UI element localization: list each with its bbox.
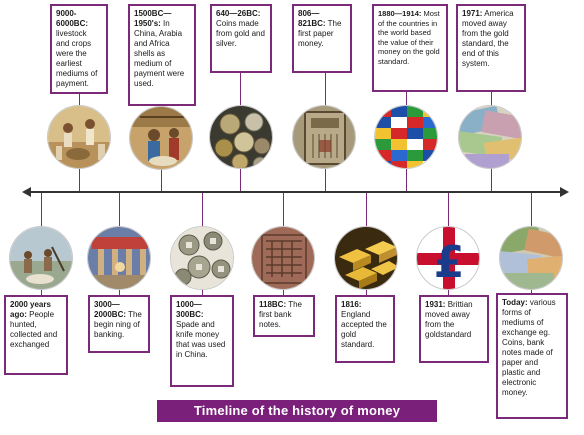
event-box: 806—821BC: The first paper money. (292, 4, 352, 73)
event-box: 1000—300BC: Spade and knife money that w… (170, 295, 234, 387)
event-date: 3000—2000BC: (94, 300, 127, 319)
event-date: 1500BC—1950's: (134, 9, 172, 28)
event-text: The first bank notes. (259, 300, 302, 329)
event-text: Brittian moved away from the goldstandar… (425, 300, 473, 339)
event-box: 1931: Brittian moved away from the golds… (419, 295, 489, 363)
event-box: 1880—1914: Most of the countries in the … (372, 4, 448, 92)
event-text: various forms of mediums of exchange eg.… (502, 298, 556, 397)
event-text: In China, Arabia and Africa shells as me… (134, 19, 185, 88)
event-box: 3000—2000BC: The begin ning of banking. (88, 295, 150, 353)
event-date: 1000—300BC: (176, 300, 204, 319)
event-date: 9000-6000BC: (56, 9, 89, 28)
event-box: 1500BC—1950's: In China, Arabia and Afri… (128, 4, 196, 106)
shells-market-icon (129, 106, 193, 170)
svg-text:£: £ (434, 237, 465, 288)
gold-bars-icon (334, 226, 398, 290)
event-date: 806—821BC: (298, 9, 326, 28)
event-text: The first paper money. (298, 19, 342, 48)
event-box: Today: various forms of mediums of excha… (496, 293, 568, 419)
world-flags-icon (374, 105, 438, 169)
world-currency-icon (499, 226, 563, 290)
event-date: Today: (502, 298, 528, 307)
event-box: 9000-6000BC: livestock and crops were th… (50, 4, 108, 94)
event-date: 1931: (425, 300, 446, 309)
event-text: People hunted, collected and exchanged (10, 310, 58, 349)
event-text: Spade and knife money that was used in C… (176, 320, 226, 359)
bank-note-icon (251, 226, 315, 290)
pound-sign-icon: £ (416, 226, 480, 290)
timeline-left-arrow-icon (22, 187, 31, 197)
ancient-bank-icon (87, 226, 151, 290)
event-text: Most of the countries in the world based… (378, 9, 440, 66)
ancient-coins-icon (209, 105, 273, 169)
page-title: Timeline of the history of money (157, 400, 437, 422)
event-text: livestock and crops were the earliest me… (56, 29, 98, 88)
event-box: 2000 years ago: People hunted, collected… (4, 295, 68, 375)
event-date: 1880—1914: (378, 9, 422, 18)
paper-money-icon (292, 105, 356, 169)
event-box: 118BC: The first bank notes. (253, 295, 315, 337)
event-date: 1971: (462, 9, 483, 18)
event-text: England accepted the gold standard. (341, 310, 387, 349)
event-box: 1971: America moved away from the gold s… (456, 4, 526, 92)
banknotes-icon (458, 105, 522, 169)
event-text: America moved away from the gold standar… (462, 9, 514, 68)
hunters-icon (9, 226, 73, 290)
timeline-right-arrow-icon (560, 187, 569, 197)
event-box: 1816: England accepted the gold standard… (335, 295, 395, 363)
timeline-axis (30, 191, 562, 193)
spade-coins-icon (170, 226, 234, 290)
event-text: The begin ning of banking. (94, 310, 142, 339)
event-date: 118BC: (259, 300, 287, 309)
event-text: Coins made from gold and silver. (216, 19, 265, 48)
event-date: 2000 years ago: (10, 300, 51, 319)
event-date: 640—26BC: (216, 9, 261, 18)
farming-scene-icon (47, 105, 111, 169)
event-date: 1816: (341, 300, 362, 309)
event-box: 640—26BC: Coins made from gold and silve… (210, 4, 272, 73)
